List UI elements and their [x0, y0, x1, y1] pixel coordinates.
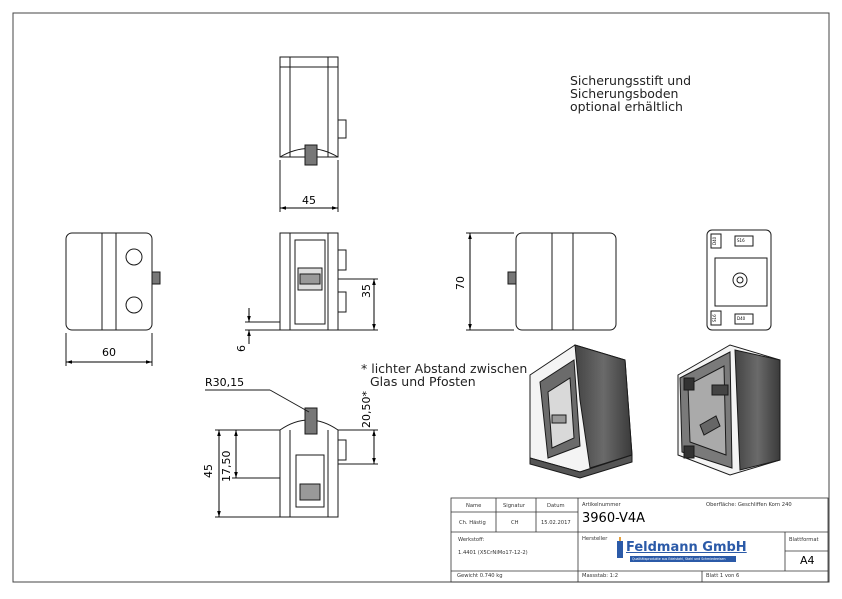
dim-height-17-50: 17,50 — [220, 450, 233, 483]
iso-view-left — [529, 344, 633, 479]
plan-view — [706, 229, 772, 331]
bottom-view — [205, 389, 378, 518]
security-note-line-1: Sicherungsstift und — [570, 73, 692, 88]
dim-height-35: 35 — [360, 284, 373, 298]
tb-header-datum: Datum — [547, 503, 565, 509]
tb-werkstoff: 1.4401 (X5CrNiMo17-12-2) — [458, 550, 528, 556]
dim-radius: R30,15 — [205, 376, 245, 389]
tb-logo-tagline: Qualitätsprodukte aus Edelstahl, Stahl u… — [632, 557, 726, 561]
dim-front-width: 60 — [102, 346, 116, 359]
tb-logo-text: Feldmann GmbH — [626, 540, 747, 555]
tb-massstab: Massstab: 1:2 — [582, 573, 619, 579]
tb-blatt: Blatt 1 von 6 — [706, 573, 740, 579]
tb-label-werkstoff: Werkstoff: — [458, 537, 485, 543]
tb-header-signatur: Signatur — [503, 503, 525, 509]
gap-note-line-1: * lichter Abstand zwischen — [361, 361, 528, 376]
label-d40-top: D40 — [712, 236, 717, 245]
dim-gap: 20,50* — [360, 391, 373, 428]
tb-label-artikel: Artikelnummer — [582, 502, 621, 508]
tb-oberflaeche: Oberfläche: Geschliffen Korn 240 — [706, 502, 792, 508]
right-side-view — [466, 232, 617, 331]
tb-header-name: Name — [466, 503, 482, 509]
iso-view-right — [677, 344, 781, 476]
tb-name: Ch. Hästig — [459, 520, 486, 526]
tb-artikelnummer: 3960-V4A — [582, 511, 646, 526]
dim-height-70: 70 — [454, 276, 467, 290]
title-block — [450, 497, 829, 583]
top-view — [279, 56, 347, 212]
tb-label-hersteller: Hersteller — [582, 536, 608, 542]
tb-label-blattformat: Blattformat — [789, 537, 819, 543]
tb-datum: 15.02.2017 — [541, 520, 571, 526]
label-s16-top: S16 — [737, 238, 745, 243]
dim-height-45: 45 — [202, 464, 215, 478]
tb-blattformat: A4 — [800, 554, 815, 567]
security-note-line-2: Sicherungsboden — [570, 86, 679, 101]
dim-top-width: 45 — [302, 194, 316, 207]
dim-offset-6: 6 — [235, 345, 248, 352]
tb-gewicht: Gewicht 0.740 kg — [457, 573, 503, 579]
front-view — [65, 232, 161, 366]
sheet-frame — [12, 12, 830, 583]
label-d40-bottom: D40 — [737, 316, 746, 321]
label-s16-bottom: S16 — [712, 314, 717, 322]
side-section-view — [245, 232, 378, 344]
gap-note-line-2: Glas und Pfosten — [370, 374, 476, 389]
tb-signatur: CH — [511, 520, 519, 526]
feldmann-logo-icon — [617, 537, 736, 562]
security-note-line-3: optional erhältlich — [570, 99, 683, 114]
